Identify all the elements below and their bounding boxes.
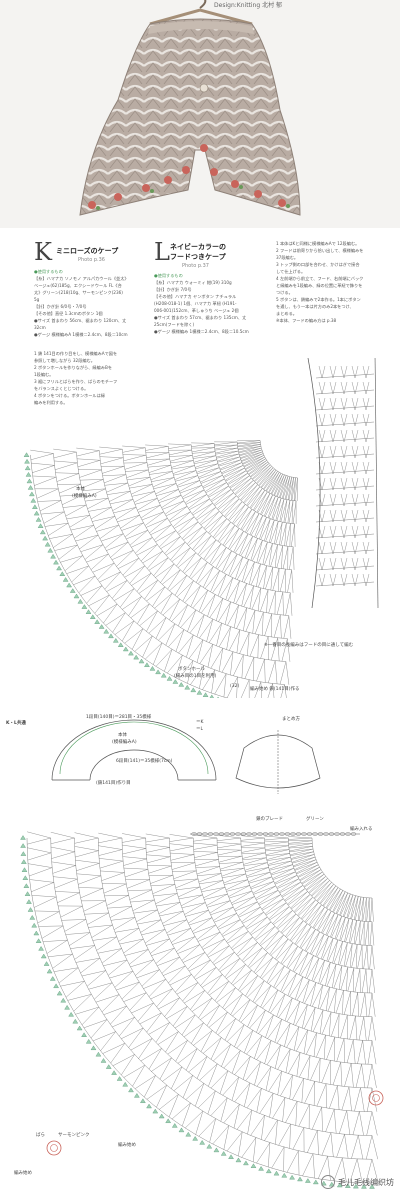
shared-diagram-section: K・L共通 1段目(140目)＝281目・35模様 本体 (模様編みA) 6段目… bbox=[0, 708, 400, 1195]
l-photo-ref: Photo p.37 bbox=[182, 263, 209, 269]
l-step: 4 左前端から前立て、フード、右前端にバック bbox=[276, 276, 364, 281]
l-line: ●サイズ 首まわり 57cm、裾まわり 135cm、丈 bbox=[154, 315, 247, 320]
hood-strip bbox=[315, 365, 375, 587]
l-step: を通し、もう一本は片方のみ2本をつけ、 bbox=[276, 304, 354, 309]
rose-label: ばら bbox=[36, 1133, 45, 1138]
k-heading: ●使用するもの bbox=[34, 269, 63, 274]
instructions-section: K ミニローズのケープ Photo p.36 ●使用するもの 【糸】ハマナカ ソ… bbox=[0, 228, 400, 698]
k-materials: ●使用するもの 【糸】ハマナカ ソノモノ アルパカウール《並太》 ベージュ(62… bbox=[34, 268, 129, 338]
l-step: まとめる。 bbox=[276, 311, 297, 316]
body-chart-diagram bbox=[23, 358, 379, 698]
schematic-body-sub: (模様編みA) bbox=[112, 740, 137, 745]
k-line: 32cm bbox=[34, 325, 46, 330]
l-line: 006-001)152cm、革しゅうち ベージュ 2個 bbox=[154, 308, 239, 313]
l-step: 3 トップ側の口部を合わせ、かけはぎで接合 bbox=[276, 262, 360, 267]
design-credit: Design:Knitting 北村 郁 bbox=[214, 2, 282, 9]
l-line: 【その他】ハマナカ ヤンボタン ナチュラル bbox=[154, 294, 237, 299]
rose-motifs bbox=[46, 1090, 384, 1156]
l-letter: L bbox=[154, 238, 170, 266]
k-line: 【針】かぎ針 6/0号・7/0号 bbox=[34, 304, 87, 309]
foot-label: 編み始め bbox=[118, 1143, 136, 1148]
k-step: 参照して増しながら 32段編む。 bbox=[34, 358, 95, 363]
k-step: 1段編む。 bbox=[34, 372, 54, 377]
k-step: 4 ボタンをつける。ボタンホールは縁 bbox=[34, 393, 105, 398]
schematic-neck: (鎖141目)作り目 bbox=[96, 781, 131, 786]
l-step: 1 本体はKと同様に模様編みAで 12段編む。 bbox=[276, 241, 360, 246]
l-step: して仕上げる。 bbox=[276, 269, 306, 274]
shared-chart-diagram bbox=[20, 719, 384, 1189]
schematic-mid: 6段目(141)＝35模様(7cm) bbox=[116, 759, 173, 764]
start-label: 編み始め 鎖(141目)作る bbox=[250, 687, 300, 692]
l-note: ※本体、フードの編み方は p.38 bbox=[276, 318, 337, 323]
body-label: 本体 bbox=[76, 487, 85, 492]
shared-title: K・L共通 bbox=[6, 721, 26, 726]
finish-sketch bbox=[235, 730, 321, 794]
schematic bbox=[51, 719, 217, 781]
l-title-2: フードつきケープ bbox=[170, 253, 226, 261]
l-step: と縁編みを1段編み、緑の位置に革紐で飾りを bbox=[276, 283, 363, 288]
finish-label: まとめ方 bbox=[282, 717, 300, 722]
l-line: ●ゲージ 模様編み 1模様＝2.4cm、8段＝10.5cm bbox=[154, 329, 249, 334]
watermark: 毛儿毛线编织坊 bbox=[321, 1175, 394, 1189]
body-sublabel: (模様編みA) bbox=[72, 494, 97, 499]
shared-fan-chart bbox=[20, 831, 379, 1189]
k-letter: K bbox=[34, 238, 52, 266]
schematic-body: 本体 bbox=[118, 733, 127, 738]
l-line: (H208-018-1) 1個、ハマナカ 革紐 (H191- bbox=[154, 301, 237, 306]
k-title: ミニローズのケープ bbox=[56, 247, 119, 255]
k-line: 【糸】ハマナカ ソノモノ アルパカウール《並太》 bbox=[34, 276, 129, 281]
l-step: つける。 bbox=[276, 290, 293, 295]
l-title-1: ネイビーカラーの bbox=[170, 243, 226, 251]
k-step: 3 裾にフリルとばらを作り、ばらのモチーフ bbox=[34, 379, 118, 384]
k-line: ●サイズ 首まわり 56cm、裾まわり 120cm、丈 bbox=[34, 318, 127, 323]
wechat-icon bbox=[321, 1175, 335, 1189]
l-line: 25cm(フードを除く) bbox=[154, 322, 195, 327]
legend-k: ＝K bbox=[196, 720, 204, 725]
braid-sub: グリーン bbox=[306, 817, 324, 822]
cape-photo: Design:Knitting 北村 郁 bbox=[0, 0, 400, 228]
k-line: 【その他】直径 1.3cmのボタン 1個 bbox=[34, 311, 103, 316]
legend-l: ＝L bbox=[196, 727, 204, 732]
k-line: 5g bbox=[34, 297, 40, 302]
l-step: 5 ボタンは、鎖編みで2本作る。1本にボタン bbox=[276, 297, 361, 302]
l-steps: 1 本体はKと同様に模様編みAで 12段編む。 2 フードは前寄りから拾い出して… bbox=[276, 240, 363, 324]
hood-note: ※一番目の長編みはフードの目に通して編む bbox=[264, 643, 354, 648]
k-steps: 1 鎖 141目の作り目をし、模様編みAで図を 参照して増しながら 32段編む。… bbox=[34, 350, 117, 406]
buttonhole-sublabel: (縁み目の1目を利用) bbox=[174, 674, 217, 679]
k-step: をバランスよくとじつける。 bbox=[34, 386, 89, 391]
braid-diagram bbox=[190, 832, 360, 836]
body-fan-chart bbox=[23, 440, 298, 698]
l-step: 37段編む。 bbox=[276, 255, 299, 260]
section-divider bbox=[0, 698, 400, 708]
k-step: 2 ボタンホールを作りながら、縁編みBを bbox=[34, 365, 113, 370]
start-label-2: 編み始め bbox=[14, 1171, 32, 1176]
k-photo-ref: Photo p.36 bbox=[78, 257, 105, 263]
k-step: 編みを利用する。 bbox=[34, 400, 68, 405]
l-step: 2 フードは前寄りから拾い出して、模様編みを bbox=[276, 248, 364, 253]
buttonhole-label: ボタンホール bbox=[178, 667, 205, 672]
braid-label: 鎖のブレード bbox=[256, 817, 283, 822]
rose-sub: サーモンピンク bbox=[58, 1133, 90, 1138]
schematic-top-label: 1段目(140目)＝281目・35模様 bbox=[86, 715, 152, 720]
k-line: ベージュ(62)185g、エクシードウール FL《合 bbox=[34, 283, 122, 288]
l-line: 【糸】ハマナカ ウォーミィ 紺(19) 310g bbox=[154, 280, 232, 285]
l-materials: ●使用するもの 【糸】ハマナカ ウォーミィ 紺(19) 310g 【針】かぎ針 … bbox=[154, 272, 249, 335]
k-line: ●ゲージ 模様編みA 1模様＝2.4cm、8段＝10cm bbox=[34, 332, 128, 337]
l-line: 【針】かぎ針 7/0号 bbox=[154, 287, 192, 292]
l-heading: ●使用するもの bbox=[154, 273, 183, 278]
k-step: 1 鎖 141目の作り目をし、模様編みAで図を bbox=[34, 351, 118, 356]
watermark-text: 毛儿毛线编织坊 bbox=[338, 1177, 394, 1187]
fill-label: 編み入れる bbox=[350, 827, 373, 832]
k-line: 太》グリーン(218)10g、サーモンピンク(236) bbox=[34, 290, 123, 295]
row-count: (32) bbox=[230, 684, 240, 689]
